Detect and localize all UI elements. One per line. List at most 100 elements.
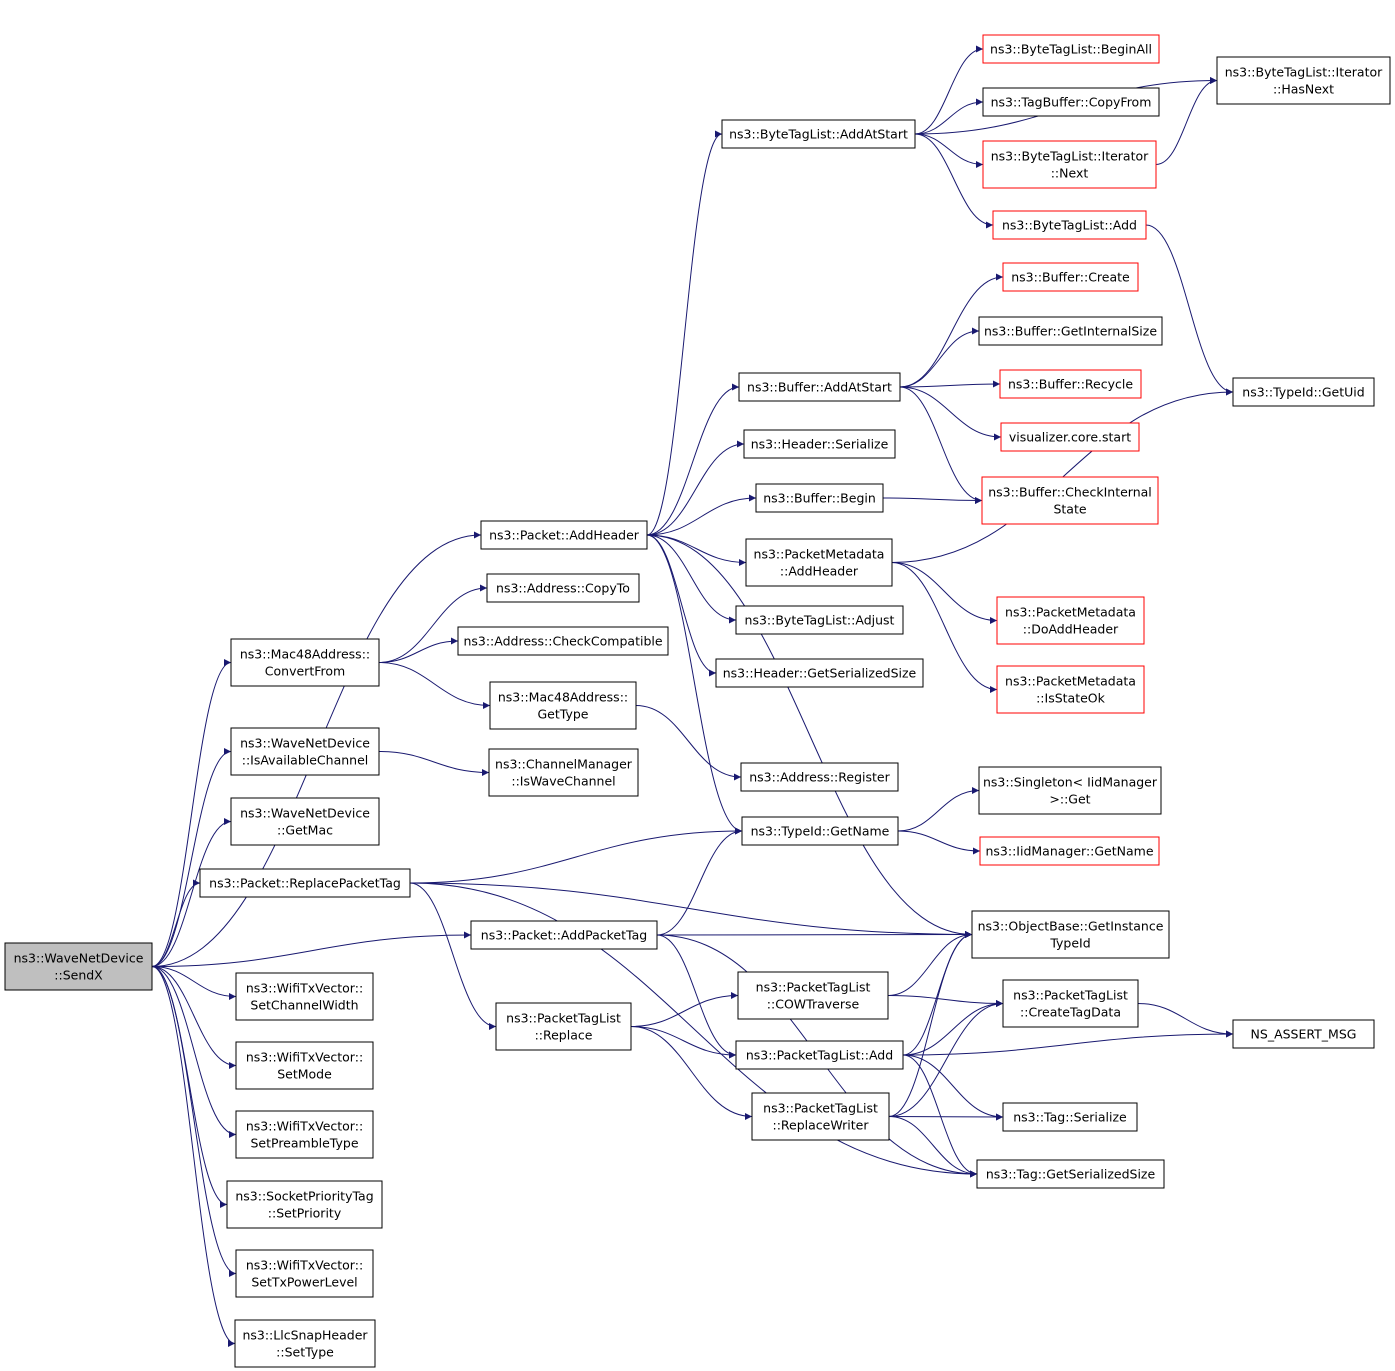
node-typeid-getuid[interactable]: ns3::TypeId::GetUid bbox=[1232, 377, 1375, 407]
node-singleton-get[interactable]: ns3::Singleton< IidManager>::Get bbox=[978, 766, 1162, 815]
node-btl-addatstart[interactable]: ns3::ByteTagList::AddAtStart bbox=[721, 119, 916, 149]
node-ptl-replace[interactable]: ns3::PacketTagList::Replace bbox=[495, 1002, 632, 1051]
edge-pkt-addheader-to-objbase-getinst bbox=[646, 534, 973, 938]
node-ptl-cowtraverse[interactable]: ns3::PacketTagList::COWTraverse bbox=[737, 971, 889, 1020]
edge-mac48-convertfrom-to-addr-copyto bbox=[378, 584, 488, 663]
node-buf-getinternalsize[interactable]: ns3::Buffer::GetInternalSize bbox=[978, 316, 1163, 346]
node-spt-setprio[interactable]: ns3::SocketPriorityTag::SetPriority bbox=[226, 1180, 383, 1229]
node-typeid-getname[interactable]: ns3::TypeId::GetName bbox=[741, 816, 899, 846]
node-chmgr-iswave[interactable]: ns3::ChannelManager::IsWaveChannel bbox=[488, 748, 639, 797]
node-ptl-add[interactable]: ns3::PacketTagList::Add bbox=[735, 1040, 904, 1070]
node-box bbox=[1232, 377, 1375, 407]
node-tagbuf-copyfrom[interactable]: ns3::TagBuffer::CopyFrom bbox=[982, 87, 1160, 117]
node-label: ns3::PacketTagList bbox=[1013, 988, 1128, 1003]
node-label: ns3::Address::Register bbox=[749, 770, 890, 785]
node-label: ns3::PacketTagList bbox=[506, 1011, 621, 1026]
node-pkt-replacetag[interactable]: ns3::Packet::ReplacePacketTag bbox=[199, 868, 411, 898]
node-btl-beginall[interactable]: ns3::ByteTagList::BeginAll bbox=[982, 34, 1160, 64]
node-label: ns3::WifiTxVector:: bbox=[246, 1119, 363, 1134]
node-label: ns3::Address::CopyTo bbox=[496, 581, 630, 596]
node-addr-register[interactable]: ns3::Address::Register bbox=[740, 762, 899, 792]
node-pmd-doaddheader[interactable]: ns3::PacketMetadata::DoAddHeader bbox=[996, 596, 1145, 645]
node-label: GetType bbox=[538, 707, 589, 722]
edge-sendx-to-wtx-mode bbox=[151, 966, 237, 1069]
edge-ptl-add-to-objbase-getinst bbox=[902, 931, 973, 1056]
node-label: State bbox=[1053, 502, 1086, 517]
node-wtx-chwidth[interactable]: ns3::WifiTxVector::SetChannelWidth bbox=[235, 972, 374, 1021]
node-label: ns3::TypeId::GetName bbox=[751, 824, 890, 839]
node-buf-addatstart[interactable]: ns3::Buffer::AddAtStart bbox=[738, 372, 901, 402]
node-box bbox=[740, 762, 899, 792]
node-wtx-txpower[interactable]: ns3::WifiTxVector::SetTxPowerLevel bbox=[235, 1249, 374, 1298]
node-llc-settype[interactable]: ns3::LlcSnapHeader::SetType bbox=[234, 1319, 376, 1368]
node-box bbox=[1000, 422, 1140, 452]
nodes-layer: ns3::WaveNetDevice::SendX ns3::Packet::Ad… bbox=[4, 34, 1391, 1368]
node-label: ::SetPriority bbox=[268, 1206, 342, 1221]
node-label: ns3::WaveNetDevice bbox=[14, 951, 144, 966]
node-wtx-preamble[interactable]: ns3::WifiTxVector::SetPreambleType bbox=[235, 1110, 374, 1159]
node-wnd-getmac[interactable]: ns3::WaveNetDevice::GetMac bbox=[230, 797, 380, 846]
node-box bbox=[982, 34, 1160, 64]
node-label: ns3::ByteTagList::AddAtStart bbox=[729, 127, 908, 142]
node-label: ns3::WaveNetDevice bbox=[240, 736, 370, 751]
node-pkt-addtag[interactable]: ns3::Packet::AddPacketTag bbox=[470, 920, 658, 950]
node-box bbox=[1232, 1019, 1375, 1049]
node-sendx[interactable]: ns3::WaveNetDevice::SendX bbox=[4, 942, 153, 991]
node-hdr-getsersize[interactable]: ns3::Header::GetSerializedSize bbox=[715, 658, 924, 688]
node-box bbox=[1002, 979, 1139, 1028]
node-label: ::SetType bbox=[276, 1345, 334, 1360]
node-mac48-convertfrom[interactable]: ns3::Mac48Address::ConvertFrom bbox=[230, 638, 380, 687]
node-pkt-addheader[interactable]: ns3::Packet::AddHeader bbox=[480, 520, 648, 550]
node-buf-begin[interactable]: ns3::Buffer::Begin bbox=[755, 483, 884, 513]
edge-mac48-gettype-to-addr-register bbox=[635, 705, 742, 781]
node-hdr-serialize[interactable]: ns3::Header::Serialize bbox=[743, 429, 896, 459]
node-label: ns3::Address::CheckCompatible bbox=[463, 634, 662, 649]
node-box bbox=[480, 520, 648, 550]
node-btl-adjust[interactable]: ns3::ByteTagList::Adjust bbox=[735, 605, 904, 635]
node-addr-copyto[interactable]: ns3::Address::CopyTo bbox=[486, 573, 640, 603]
node-label: ns3::Packet::AddPacketTag bbox=[481, 928, 647, 943]
edge-btli-next-to-btli-hasnext bbox=[1155, 77, 1218, 165]
node-label: ns3::TypeId::GetUid bbox=[1242, 385, 1364, 400]
edge-pmd-addheader-to-pmd-doaddheader bbox=[891, 562, 998, 624]
node-wtx-mode[interactable]: ns3::WifiTxVector::SetMode bbox=[235, 1041, 374, 1090]
node-ptl-createtagdata[interactable]: ns3::PacketTagList::CreateTagData bbox=[1002, 979, 1139, 1028]
node-box bbox=[230, 727, 380, 776]
node-mac48-gettype[interactable]: ns3::Mac48Address::GetType bbox=[489, 681, 637, 730]
node-buf-create[interactable]: ns3::Buffer::Create bbox=[1002, 262, 1139, 292]
edge-typeid-getname-to-singleton-get bbox=[897, 787, 980, 832]
node-label: ::IsStateOk bbox=[1036, 691, 1106, 706]
node-label: ns3::PacketTagList bbox=[763, 1101, 878, 1116]
edge-sendx-to-wtx-txpower bbox=[151, 966, 237, 1277]
node-iidmgr-getname[interactable]: ns3::IidManager::GetName bbox=[979, 836, 1160, 866]
node-vis-core-start[interactable]: visualizer.core.start bbox=[1000, 422, 1140, 452]
node-btli-next[interactable]: ns3::ByteTagList::Iterator::Next bbox=[982, 140, 1157, 189]
edge-pkt-addheader-to-btl-addatstart bbox=[646, 130, 723, 536]
node-label: ns3::IidManager::GetName bbox=[985, 844, 1153, 859]
node-addr-checkcompat[interactable]: ns3::Address::CheckCompatible bbox=[457, 626, 669, 656]
node-box bbox=[235, 972, 374, 1021]
node-pmd-addheader[interactable]: ns3::PacketMetadata::AddHeader bbox=[745, 538, 893, 587]
node-tag-getsersize[interactable]: ns3::Tag::GetSerializedSize bbox=[976, 1159, 1165, 1189]
edge-sendx-to-wtx-preamble bbox=[151, 966, 237, 1138]
node-btl-add[interactable]: ns3::ByteTagList::Add bbox=[992, 210, 1147, 240]
node-wnd-isavail[interactable]: ns3::WaveNetDevice::IsAvailableChannel bbox=[230, 727, 380, 776]
node-ns-assert[interactable]: NS_ASSERT_MSG bbox=[1232, 1019, 1375, 1049]
node-pmd-isstateok[interactable]: ns3::PacketMetadata::IsStateOk bbox=[996, 665, 1145, 714]
node-buf-recycle[interactable]: ns3::Buffer::Recycle bbox=[999, 369, 1142, 399]
edge-ptl-replacewriter-to-objbase-getinst bbox=[888, 931, 973, 1117]
node-label: ::DoAddHeader bbox=[1023, 622, 1119, 637]
node-btli-hasnext[interactable]: ns3::ByteTagList::Iterator::HasNext bbox=[1216, 56, 1391, 105]
node-label: ns3::ByteTagList::Iterator bbox=[991, 149, 1149, 164]
node-tag-serialize[interactable]: ns3::Tag::Serialize bbox=[1002, 1102, 1138, 1132]
edge-ptl-createtagdata-to-ns-assert bbox=[1137, 1003, 1234, 1038]
node-box bbox=[741, 816, 899, 846]
edge-ptl-replacewriter-to-tag-serialize bbox=[888, 1113, 1004, 1121]
edge-buf-addatstart-to-buf-create bbox=[899, 273, 1004, 388]
node-label: ::ReplaceWriter bbox=[772, 1118, 869, 1133]
node-ptl-replacewriter[interactable]: ns3::PacketTagList::ReplaceWriter bbox=[751, 1092, 890, 1141]
node-box bbox=[1002, 262, 1139, 292]
node-label: ConvertFrom bbox=[265, 664, 345, 679]
